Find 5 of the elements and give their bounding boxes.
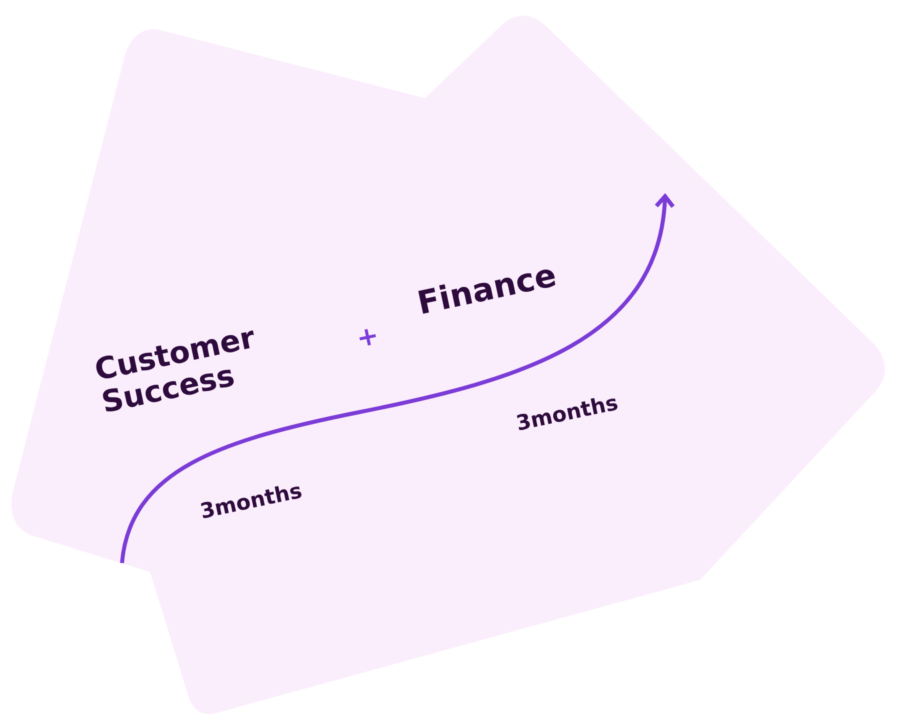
duration-label: 3months bbox=[198, 478, 304, 524]
duration-label: 3months bbox=[514, 390, 620, 436]
plus-sign: + bbox=[354, 320, 382, 354]
heading-text: Customer Success bbox=[92, 319, 260, 420]
heading-text: Finance bbox=[414, 256, 560, 322]
